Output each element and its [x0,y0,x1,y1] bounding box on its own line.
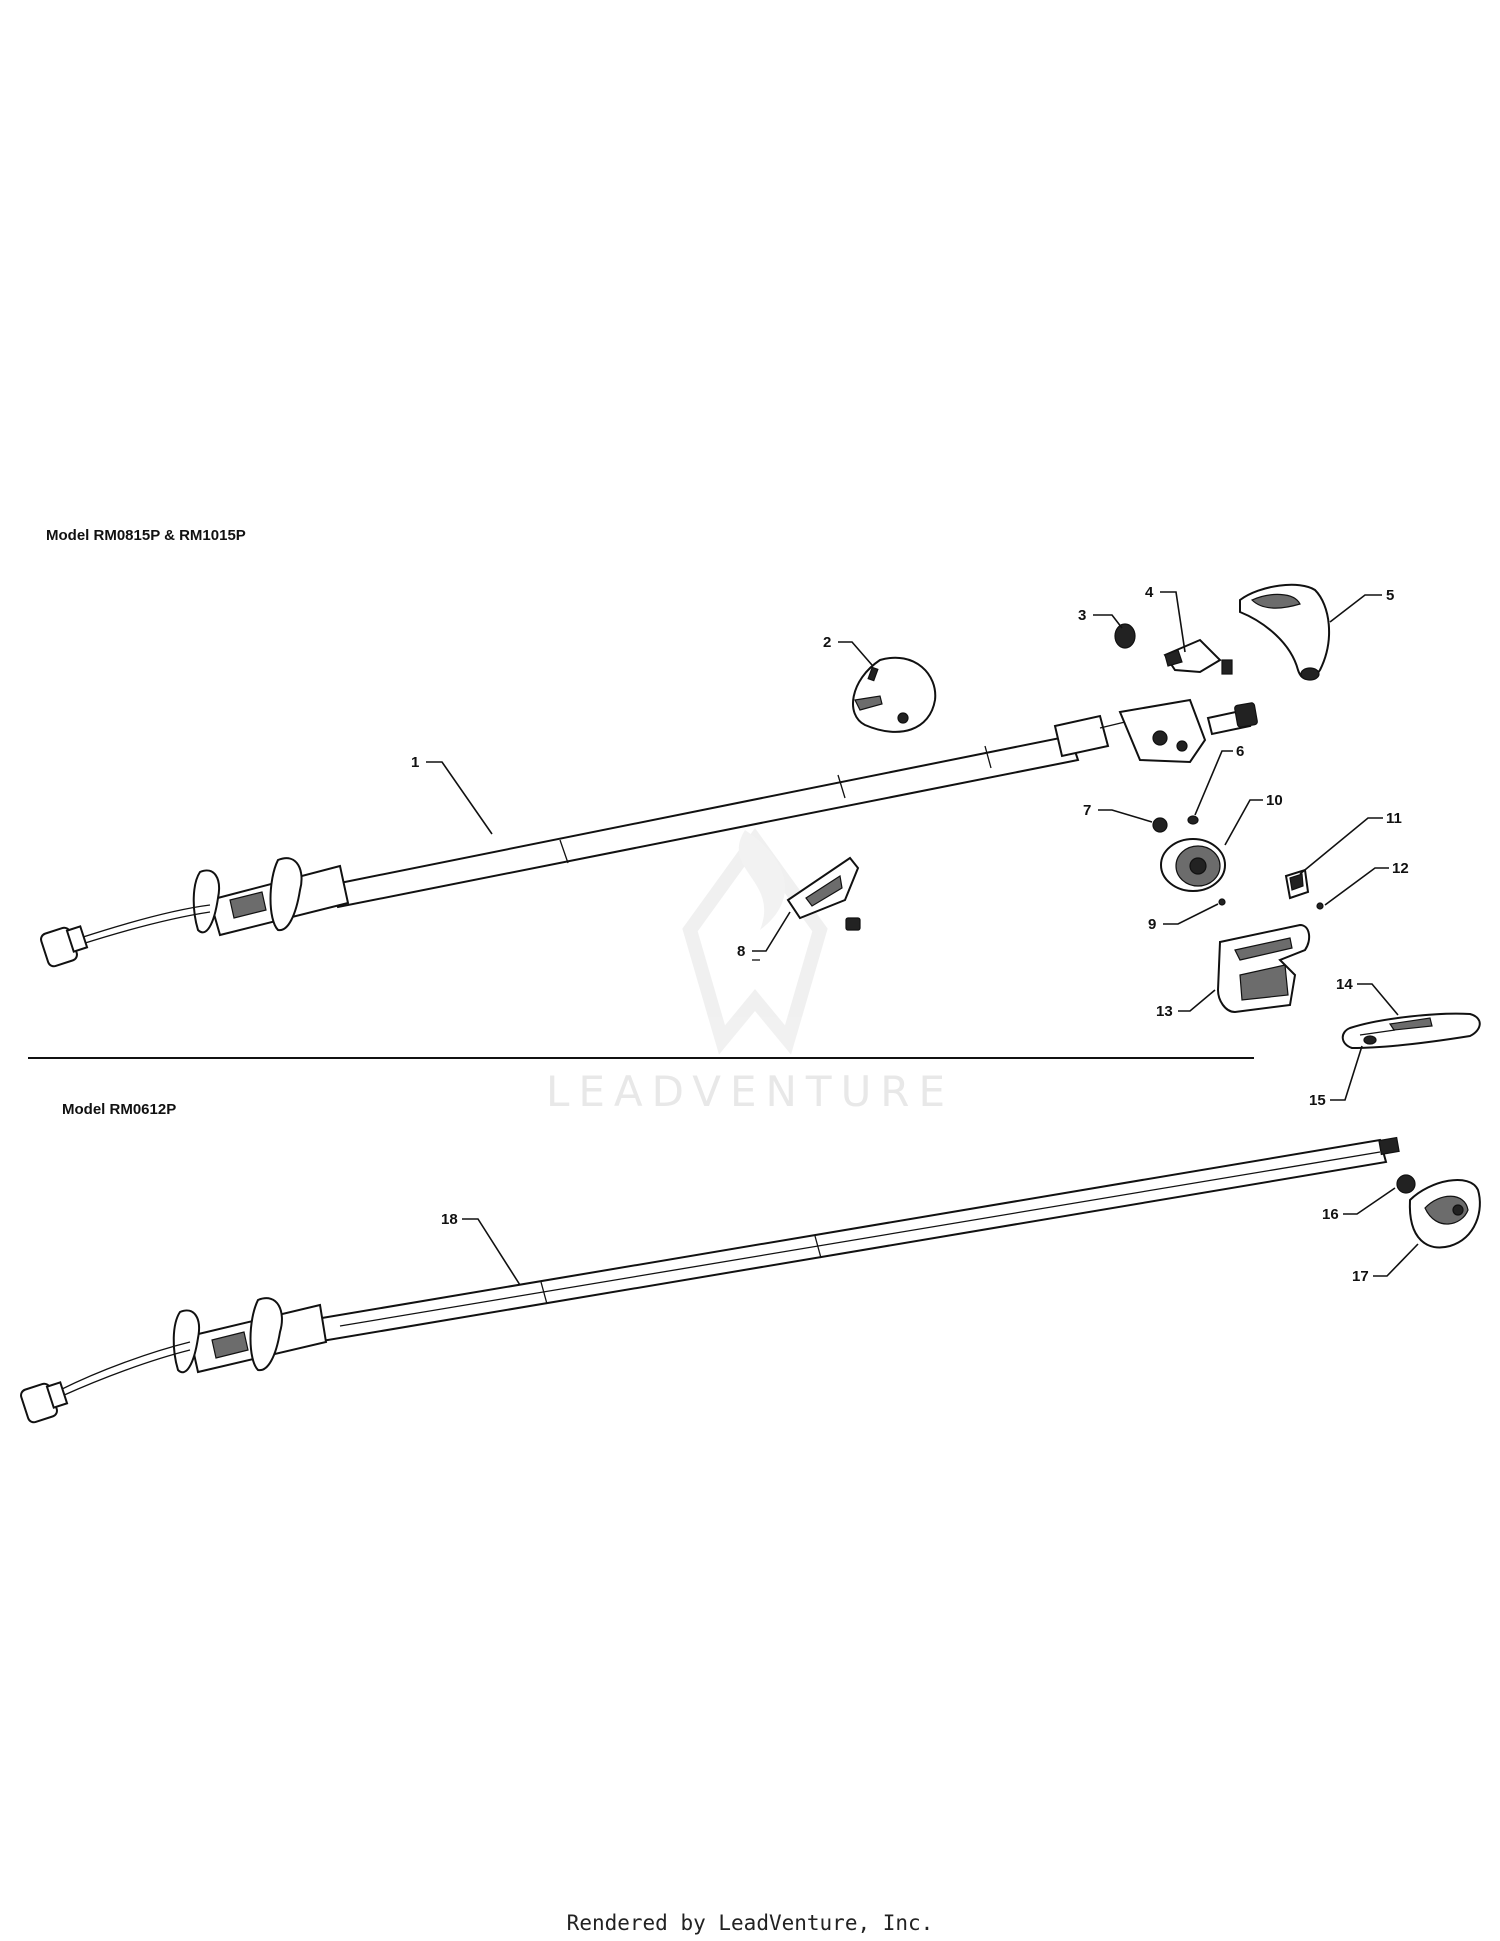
callout-12: 12 [1392,860,1409,877]
part-2-hardware-bag [852,656,937,733]
part-17-sprocket-cover [1408,1178,1481,1249]
callout-8: 8 [737,943,745,960]
part-14-chain [1341,1012,1481,1050]
callout-18: 18 [441,1211,458,1228]
callout-17: 17 [1352,1268,1369,1285]
callout-13: 13 [1156,1003,1173,1020]
part-5-cover [1239,583,1331,681]
part-10-sprocket-wheel [1160,838,1226,892]
callout-3: 3 [1078,607,1086,624]
part-3-knob [1114,623,1136,649]
callout-10: 10 [1266,792,1283,809]
part-9-screw [1218,898,1226,906]
part-11-tensioner-block [1284,868,1310,900]
part-1-shaft-assembly [40,698,1258,968]
callout-16: 16 [1322,1206,1339,1223]
part-7-nut [1152,817,1168,833]
callout-14: 14 [1336,976,1353,993]
leader-lines [426,591,1419,1286]
callout-15: 15 [1309,1092,1326,1109]
callout-5: 5 [1386,587,1394,604]
footer-credit: Rendered by LeadVenture, Inc. [567,1911,934,1935]
part-4-bracket [1163,638,1233,675]
callout-4: 4 [1145,584,1154,601]
callout-6: 6 [1236,743,1244,760]
callout-2: 2 [823,634,831,651]
callout-11: 11 [1386,810,1402,827]
part-13-housing [1216,923,1311,1014]
part-18-shaft-assembly [20,1136,1400,1424]
callout-7: 7 [1083,802,1091,819]
model-title-rm0815p-rm1015p: Model RM0815P & RM1015P [46,527,246,544]
model-title-rm0612p: Model RM0612P [62,1101,176,1118]
callout-9: 9 [1148,916,1156,933]
part-8-guard-plate [752,856,861,961]
part-12-screw [1316,902,1324,910]
part-6-washer [1187,815,1199,825]
part-15-guide-bar [1359,1029,1396,1045]
callout-1: 1 [411,754,419,771]
part-16-nut [1396,1174,1416,1194]
watermark-logo-icon [682,828,828,1055]
watermark-text: LEADVENTURE [546,1067,954,1116]
watermark: LEADVENTURE [546,828,954,1116]
callouts: 1 2 3 4 5 6 7 8 9 10 11 12 13 14 15 16 1… [411,584,1409,1285]
